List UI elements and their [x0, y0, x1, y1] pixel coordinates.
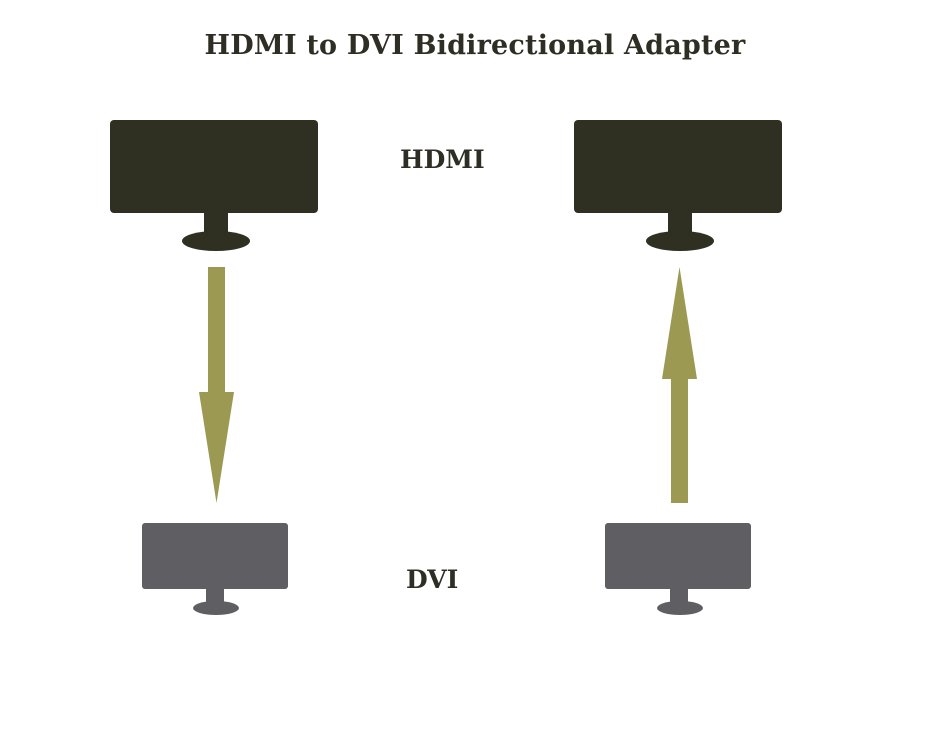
hdmi-label: HDMI	[400, 145, 485, 174]
dvi-monitor-left-base	[193, 601, 239, 615]
dvi-monitor-right-neck	[670, 587, 688, 605]
hdmi-monitor-left-screen	[110, 120, 318, 213]
dvi-label: DVI	[406, 565, 459, 594]
diagram-title: HDMI to DVI Bidirectional Adapter	[204, 30, 746, 61]
hdmi-monitor-right-base	[646, 231, 714, 251]
hdmi-monitor-left-base	[182, 231, 250, 251]
dvi-monitor-left	[142, 523, 288, 615]
dvi-monitor-right	[605, 523, 751, 615]
dvi-monitor-left-neck	[206, 587, 224, 605]
hdmi-monitor-right-screen	[574, 120, 782, 213]
hdmi-monitor-left	[110, 120, 318, 251]
arrow-down-hdmi-to-dvi	[199, 267, 234, 503]
hdmi-monitor-right	[574, 120, 782, 251]
dvi-monitor-right-base	[657, 601, 703, 615]
dvi-monitor-right-screen	[605, 523, 751, 589]
dvi-monitor-left-screen	[142, 523, 288, 589]
arrow-up-dvi-to-hdmi	[662, 267, 697, 503]
